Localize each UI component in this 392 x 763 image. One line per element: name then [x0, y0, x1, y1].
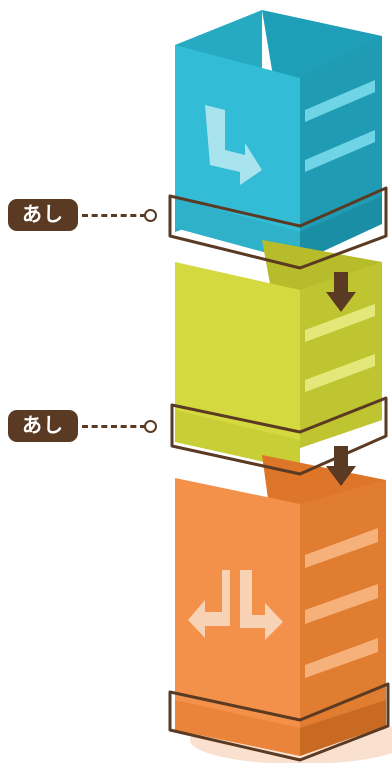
leader-line — [82, 213, 146, 217]
foot-callout-top: あし — [8, 199, 157, 231]
foot-highlight — [170, 396, 388, 476]
foot-label: あし — [8, 199, 78, 231]
blue-block — [175, 10, 382, 262]
orange-block — [175, 455, 386, 756]
leader-dot — [144, 208, 157, 222]
yellow-block — [175, 240, 382, 470]
leader-line — [82, 424, 146, 428]
down-arrow-icon — [326, 272, 356, 312]
foot-callout-middle: あし — [8, 410, 157, 442]
leader-dot — [144, 419, 157, 433]
down-right-arrow-icon — [205, 105, 262, 185]
foot-label: あし — [8, 410, 78, 442]
foot-highlight — [168, 186, 388, 270]
split-arrows-icon — [188, 570, 283, 640]
foot-highlight — [168, 682, 390, 762]
